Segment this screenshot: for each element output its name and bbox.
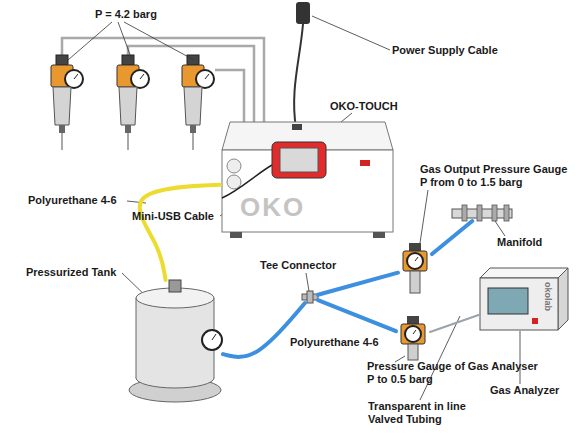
callout-text: Pressure Gauge of Gas Analyser P to 0.5 … [367, 360, 541, 386]
gas-tube [432, 221, 472, 254]
regulator-knob [407, 316, 419, 324]
mixer-box: OKO OKO-TOUCH [220, 120, 395, 240]
regulator-gauge [405, 326, 421, 342]
power-socket [292, 124, 302, 130]
callout-text: Transparent in line Valved Tubing [368, 400, 480, 426]
tube-label: Polyurethane 4-6 [290, 336, 379, 349]
gas-pipe [192, 133, 194, 150]
mixer-foot [230, 232, 242, 238]
touch-controller: OKO-TOUCH [272, 142, 326, 178]
gas-tube [430, 314, 480, 332]
tee-branch [307, 291, 313, 303]
gas-tube [318, 273, 398, 295]
callout-text: Mini-USB Cable [132, 210, 214, 223]
callout-text: Manifold [497, 236, 542, 249]
tank-fitting [169, 280, 181, 292]
gas-pipe [127, 133, 129, 150]
gauge-needle [212, 334, 216, 340]
brand-logo [532, 318, 538, 324]
power-plug [296, 2, 310, 24]
gas-tube [223, 303, 305, 357]
regulator-stem [410, 271, 420, 293]
brand-lettering: okolab [542, 282, 553, 311]
pressure-regulator [51, 55, 83, 133]
analyzer-top [480, 268, 568, 278]
mixer-foot [373, 232, 385, 238]
leader-line [124, 22, 194, 60]
node-outline [452, 205, 512, 221]
leader-line [118, 22, 132, 60]
output-pressure-gauge: Gas Output Pressure Gauge P from 0 to 1.… [398, 243, 432, 293]
leader-line [520, 331, 521, 384]
gas-pipe [62, 38, 264, 126]
gauge-needle [415, 257, 418, 261]
callout-text: Power Supply Cable [392, 44, 498, 57]
fan-grille [227, 175, 241, 189]
leader-line [312, 16, 390, 50]
node-outline [396, 316, 430, 360]
touch-screen [280, 148, 318, 172]
regulator-stem [408, 344, 418, 360]
tank-outline [136, 298, 137, 378]
analyzer-screen [488, 288, 528, 314]
manifold-port [462, 205, 467, 221]
regulator-gauge [407, 253, 423, 269]
power-cable [294, 24, 303, 128]
tank-gauge [202, 330, 222, 350]
callout-text: Pressurized Tank [26, 266, 116, 279]
node-outline [272, 142, 326, 178]
callout-text: Gas Output Pressure Gauge P from 0 to 1.… [420, 163, 570, 189]
fan-grille [227, 159, 241, 173]
node-outline [302, 291, 318, 303]
regulator-body [403, 251, 427, 271]
pressurized-tank: Pressurized Tank [128, 280, 223, 405]
brand-lettering: OKO [240, 192, 305, 223]
pressure-regulator [182, 55, 214, 133]
gas-pipe [61, 133, 63, 150]
node-outline [480, 268, 568, 330]
pressure-note: P = 4.2 barg [95, 8, 157, 21]
leader-line [306, 273, 309, 291]
callout-text: Tee Connector [260, 259, 336, 272]
touch-body [272, 142, 326, 178]
leader-line [420, 190, 428, 243]
manifold: Manifold [452, 205, 512, 221]
manifold-port [492, 205, 497, 221]
analyzer-side [558, 268, 568, 330]
leader-line [127, 201, 146, 203]
analyser-pressure-gauge: Pressure Gauge of Gas Analyser P to 0.5 … [396, 316, 430, 360]
callout-text: OKO-TOUCH [330, 100, 398, 113]
callout-text: Gas Analyzer [490, 384, 559, 397]
manifold-port [504, 205, 509, 221]
gas-pipe [215, 70, 244, 126]
pressure-regulator [117, 55, 149, 133]
tee-connector: Tee Connector [302, 291, 318, 303]
leader-line [68, 22, 112, 60]
manifold-port [477, 205, 482, 221]
node-outline [398, 243, 432, 293]
regulator-knob [409, 243, 421, 251]
leader-line [495, 221, 505, 236]
analyzer-front [480, 278, 558, 330]
node-outline [128, 280, 223, 405]
gas-tube [318, 300, 396, 331]
regulator-body [401, 324, 425, 344]
leader-line [420, 316, 460, 400]
gas-analyzer: okolabGas Analyzer [480, 268, 568, 330]
brand-logo [360, 160, 370, 166]
gas-tube [140, 185, 220, 280]
gauge-needle [413, 330, 416, 334]
tube-label: Polyurethane 4-6 [28, 194, 117, 207]
